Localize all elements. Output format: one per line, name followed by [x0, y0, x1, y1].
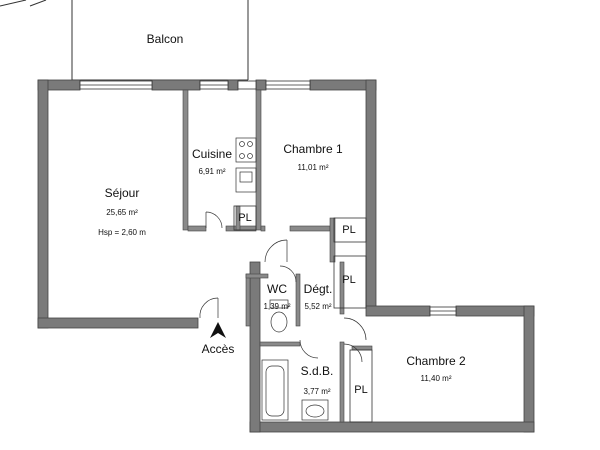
entrance-arrow-icon [210, 322, 226, 338]
closet-label: PL [354, 384, 368, 396]
closet-label: PL [342, 224, 356, 236]
wc-label: WC [267, 282, 287, 296]
degagement-area: 5,52 m² [304, 302, 332, 311]
outer-walls [37, 79, 535, 433]
degagement-label: Dégt. [303, 282, 333, 296]
sejour-height: Hsp = 2,60 m [98, 228, 146, 237]
chambre1-label: Chambre 1 [283, 142, 343, 156]
corner-mark [0, 0, 47, 7]
windows [79, 80, 457, 316]
chambre1-area: 11,01 m² [297, 163, 329, 172]
toilet-icon [269, 299, 289, 333]
access-label: Accès [201, 342, 235, 356]
closet-boxes [233, 205, 373, 423]
wc-area: 1,39 m² [263, 302, 291, 311]
chambre2-label: Chambre 2 [406, 354, 466, 368]
closet-label: PL [342, 274, 356, 286]
balcony-label: Balcon [146, 32, 184, 46]
closet-label: PL [238, 212, 252, 224]
sejour-area: 25,65 m² [106, 208, 138, 217]
partitions [182, 89, 373, 423]
bathroom-fixtures [261, 359, 329, 421]
sejour-label: Séjour [104, 186, 140, 200]
sdb-area: 3,77 m² [303, 387, 331, 396]
cuisine-area: 6,91 m² [198, 167, 226, 176]
cuisine-label: Cuisine [191, 147, 233, 161]
sdb-label: S.d.B. [300, 364, 334, 378]
kitchen-fixtures [235, 137, 257, 193]
doors [199, 211, 367, 363]
chambre2-area: 11,40 m² [420, 374, 452, 383]
